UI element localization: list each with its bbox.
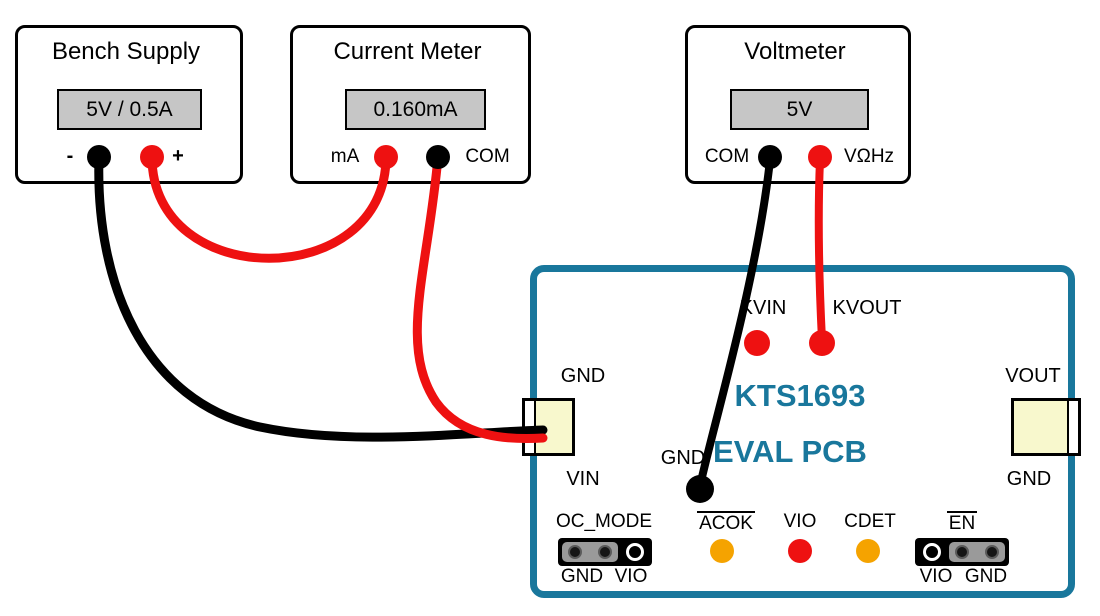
oc-mode-jumper	[558, 538, 652, 566]
oc-mode-pin-gnd	[568, 545, 582, 559]
acok-text: ACOK	[697, 511, 755, 534]
gnd-testpoint	[686, 475, 714, 503]
vin-label: VIN	[566, 468, 600, 490]
current-meter-title: Current Meter	[333, 38, 482, 65]
oc-mode-pin-mid	[598, 545, 612, 559]
en-vio-label: VIO	[919, 566, 953, 587]
gnd-label-top-left: GND	[560, 365, 606, 387]
bench-neg-terminal	[87, 145, 111, 169]
oc-mode-gnd-label: GND	[560, 566, 604, 587]
oc-mode-vio-label: VIO	[614, 566, 648, 587]
voltmeter-vohm-terminal	[808, 145, 832, 169]
meter-com-terminal	[426, 145, 450, 169]
current-meter-display: 0.160mA	[345, 89, 486, 130]
meter-com-wire	[412, 152, 548, 444]
pcb-title-line1: KTS1693	[734, 378, 866, 413]
current-meter-com-label: COM	[465, 146, 510, 167]
en-text: EN	[946, 511, 978, 534]
kvout-testpoint	[809, 330, 835, 356]
meter-ma-terminal	[374, 145, 398, 169]
pcb-title-line2: EVAL PCB	[713, 434, 867, 469]
en-pin-mid	[955, 545, 969, 559]
gnd-label-bottom-right: GND	[1006, 468, 1052, 490]
gnd-probe-label: GND	[660, 447, 706, 469]
vio-label: VIO	[783, 511, 817, 532]
oc-mode-pin-vio	[626, 543, 644, 561]
bench-supply-display: 5V / 0.5A	[57, 89, 202, 130]
vin-pad-tab	[525, 401, 536, 453]
acok-led	[710, 539, 734, 563]
voltmeter-display: 5V	[730, 89, 869, 130]
kvin-label: KVIN	[739, 297, 787, 319]
bench-supply-neg-sign: -	[66, 145, 74, 167]
bench-pos-terminal	[140, 145, 164, 169]
voltmeter-com-label: COM	[704, 146, 750, 167]
voltmeter-title: Voltmeter	[744, 38, 846, 65]
vout-pad-tab	[1067, 401, 1078, 453]
kvout-label: KVOUT	[832, 297, 902, 319]
bench-negative-wire	[94, 152, 548, 442]
en-gnd-label: GND	[964, 566, 1008, 587]
voltmeter-com-terminal	[758, 145, 782, 169]
en-pin-gnd	[985, 545, 999, 559]
bench-supply-pos-sign: +	[172, 145, 184, 167]
cdet-label: CDET	[844, 511, 896, 532]
kvin-testpoint	[744, 330, 770, 356]
voltmeter-vohm-label: VΩHz	[843, 146, 895, 167]
en-label: EN	[927, 511, 997, 535]
vout-label: VOUT	[1005, 365, 1061, 387]
en-jumper	[915, 538, 1009, 566]
acok-label: ACOK	[691, 511, 761, 535]
bench-supply-title: Bench Supply	[51, 38, 201, 65]
oc-mode-label: OC_MODE	[555, 511, 653, 532]
cdet-led	[856, 539, 880, 563]
en-pin-vio	[923, 543, 941, 561]
vio-testpoint	[788, 539, 812, 563]
vin-pad	[522, 398, 575, 456]
vout-pad	[1011, 398, 1081, 456]
current-meter-ma-label: mA	[330, 146, 360, 167]
